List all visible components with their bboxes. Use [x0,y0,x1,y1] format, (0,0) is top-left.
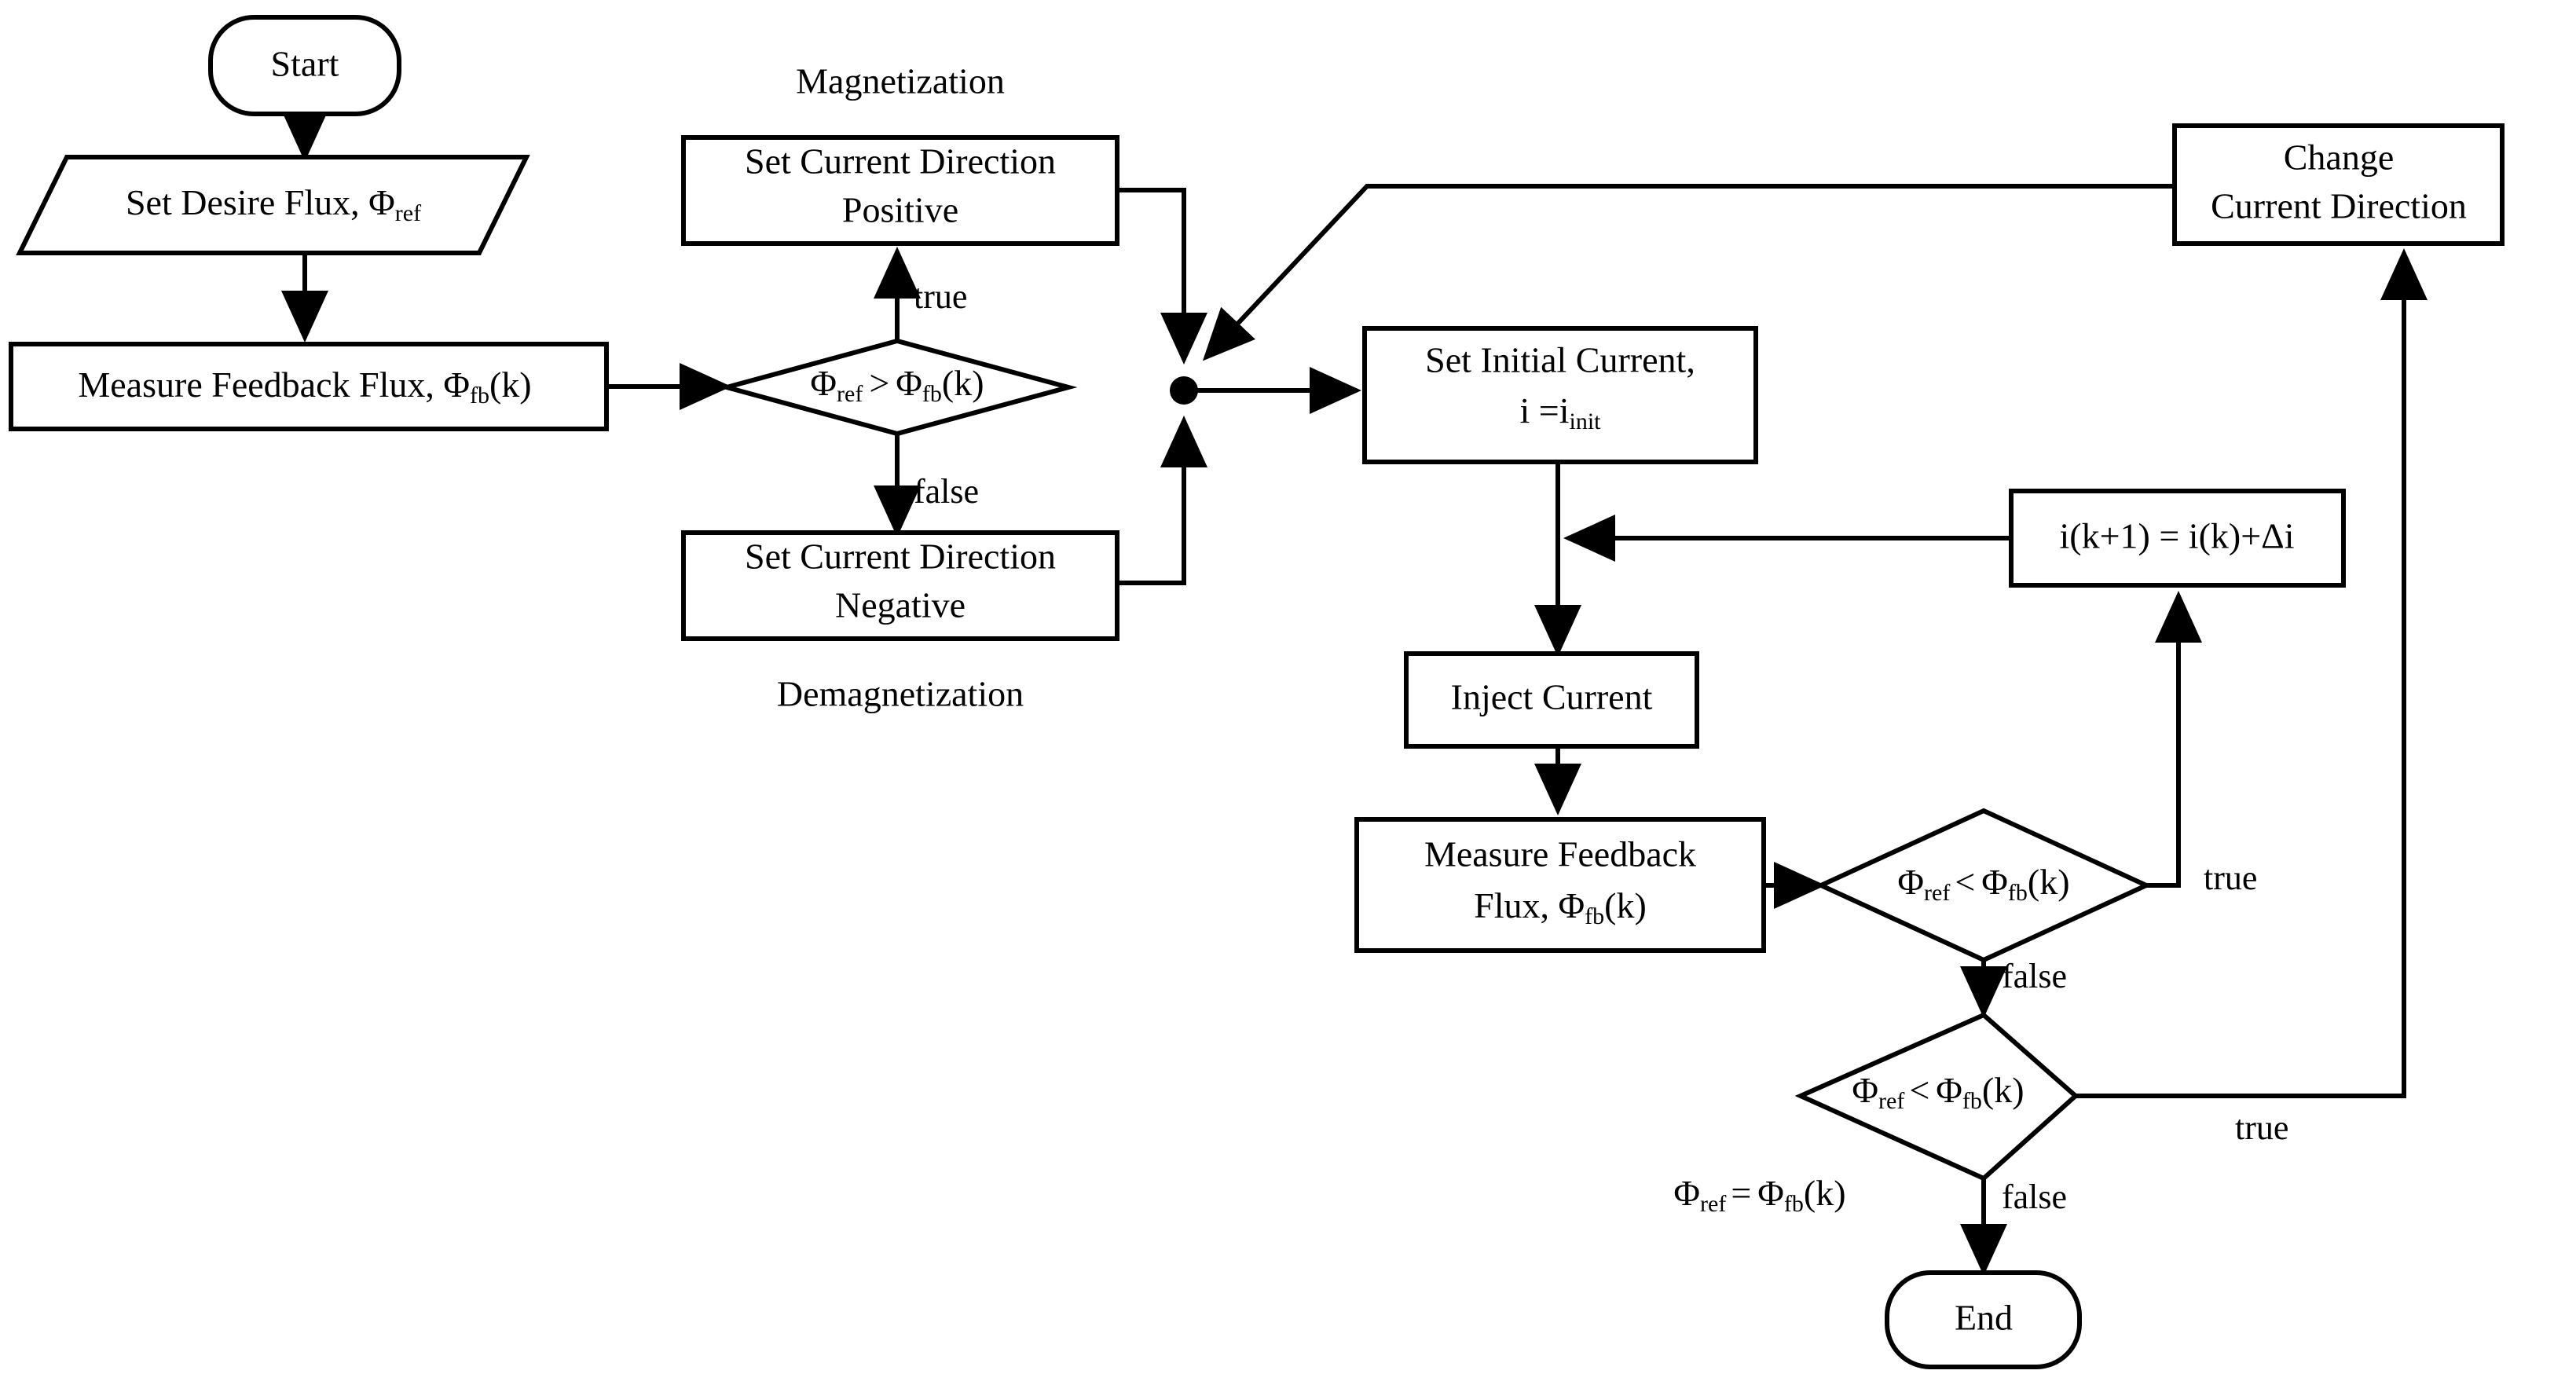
label-magnetization: Magnetization [796,61,1005,101]
edge-negative-to-junction [1117,416,1207,585]
node-start[interactable]: Start [208,15,401,116]
node-measure-feedback-flux-2[interactable]: Measure Feedback Flux, Φfb(k) [1354,817,1766,953]
node-inject-current-label: Inject Current [1451,677,1653,717]
label-equality-rhs-sub: fb [1784,1191,1804,1217]
node-decision-1-lhs: Φ [810,363,837,403]
node-set-current-negative[interactable]: Set Current Direction Negative [681,530,1119,641]
node-inject-current[interactable]: Inject Current [1404,651,1699,749]
merge-junction-dot [1170,376,1198,405]
node-end-label: End [1955,1298,2013,1338]
node-measure-feedback-flux-1-sub: fb [470,383,489,409]
edge-label-true-2: true [2204,859,2257,897]
node-set-current-negative-line2: Negative [835,585,966,625]
node-set-desire-flux-sub: ref [395,200,421,226]
node-decision-1-rhs-sub: fb [922,381,942,407]
label-equality-lhs: Φ [1673,1173,1700,1213]
node-set-desire-flux[interactable]: Set Desire Flux, Φref [16,155,530,255]
node-change-current-direction-line2: Current Direction [2211,186,2467,226]
edge-label-true-3: true [2235,1108,2288,1147]
edge-decision2-true-to-increment [2146,591,2202,888]
node-end[interactable]: End [1885,1270,2082,1369]
node-increment-current-label: i(k+1) = i(k)+Δi [2059,516,2294,556]
node-decision-1-rhs-tail: (k) [942,363,984,403]
node-set-initial-current-line2-sub: init [1570,409,1602,434]
label-equality-op: = [1731,1173,1751,1213]
svg-text:i =iinit: i =iinit [1519,390,1601,434]
node-measure-feedback-flux-2-line2-tail: (k) [1604,885,1647,925]
node-measure-feedback-flux-2-line2-sub: fb [1585,903,1604,929]
node-change-current-direction[interactable]: Change Current Direction [2172,123,2505,246]
svg-text:Measure Feedback Flux, Φfb(k): Measure Feedback Flux, Φfb(k) [78,365,531,409]
node-decision-2[interactable]: Φref<Φfb(k) [1815,808,2153,963]
svg-text:Φref<Φfb(k): Φref<Φfb(k) [1897,862,2069,906]
label-equality-lhs-sub: ref [1700,1191,1726,1217]
node-decision-2-rhs: Φ [1981,862,2008,902]
node-decision-3-op: < [1909,1070,1929,1110]
label-demagnetization: Demagnetization [777,674,1024,714]
node-decision-2-rhs-tail: (k) [2028,862,2070,902]
node-increment-current[interactable]: i(k+1) = i(k)+Δi [2009,489,2346,588]
node-decision-2-lhs: Φ [1897,862,1924,902]
node-decision-1[interactable]: Φref>Φfb(k) [717,338,1078,437]
node-set-current-positive[interactable]: Set Current Direction Positive [681,135,1119,246]
node-measure-feedback-flux-2-line2: Flux, Φ [1474,885,1585,925]
node-measure-feedback-flux-1-label: Measure Feedback Flux, Φ [78,365,470,405]
node-decision-1-rhs: Φ [896,363,922,403]
svg-text:Φref>Φfb(k): Φref>Φfb(k) [810,363,984,407]
node-start-label: Start [271,44,339,84]
node-set-initial-current[interactable]: Set Initial Current, i =iinit [1362,326,1758,464]
edge-label-false-2: false [2002,957,2067,995]
edge-label-false-1: false [914,472,979,511]
node-decision-2-rhs-sub: fb [2008,880,2028,906]
edge-positive-to-junction [1117,188,1207,365]
node-measure-feedback-flux-2-line1: Measure Feedback [1424,834,1696,874]
node-decision-2-lhs-sub: ref [1924,880,1950,906]
node-set-current-positive-line2: Positive [842,190,958,230]
edge-label-true-1: true [914,277,967,316]
svg-text:Flux, Φfb(k): Flux, Φfb(k) [1474,885,1647,929]
node-change-current-direction-line1: Change [2284,137,2395,178]
edge-changedirection-to-junction [1202,184,2175,361]
node-set-initial-current-line2: i =i [1519,390,1569,431]
label-equality-rhs-tail: (k) [1804,1173,1846,1213]
node-decision-1-op: > [869,363,889,403]
svg-text:Set Desire Flux, Φref: Set Desire Flux, Φref [126,182,421,226]
node-decision-2-op: < [1955,862,1975,902]
label-equality-note: Φref=Φfb(k) [1673,1173,1845,1217]
label-equality-rhs: Φ [1757,1173,1784,1213]
edge-label-false-3: false [2002,1178,2067,1216]
node-set-current-positive-line1: Set Current Direction [745,141,1056,181]
node-decision-3-lhs: Φ [1852,1070,1878,1110]
node-set-initial-current-line1: Set Initial Current, [1425,340,1695,380]
node-decision-3-rhs-tail: (k) [1982,1070,2025,1110]
node-set-desire-flux-label: Set Desire Flux, Φ [126,182,395,222]
node-decision-3-rhs: Φ [1936,1070,1962,1110]
edge-decision3-true-to-changedirection [2076,248,2428,1098]
svg-text:Φref<Φfb(k): Φref<Φfb(k) [1852,1070,2024,1114]
node-decision-3[interactable]: Φref<Φfb(k) [1794,1012,2079,1182]
node-decision-3-rhs-sub: fb [1962,1088,1982,1114]
node-set-current-negative-line1: Set Current Direction [745,537,1056,577]
node-measure-feedback-flux-1[interactable]: Measure Feedback Flux, Φfb(k) [9,342,609,431]
node-decision-1-lhs-sub: ref [837,381,863,407]
node-decision-3-lhs-sub: ref [1878,1088,1904,1114]
node-measure-feedback-flux-1-tail: (k) [489,365,532,405]
